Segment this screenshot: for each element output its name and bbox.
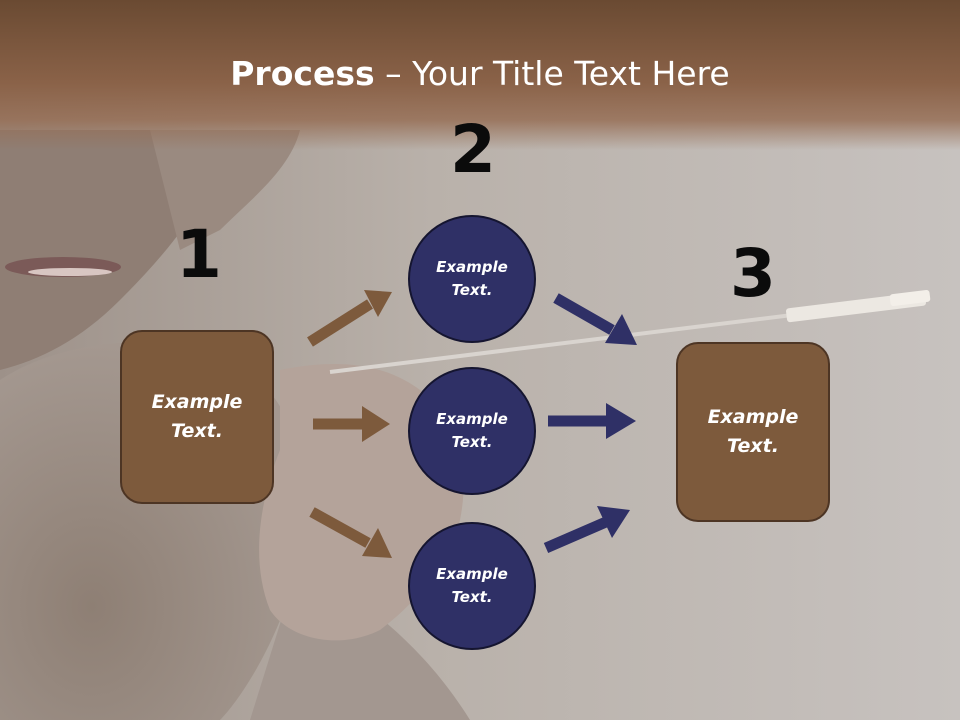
step-1-box[interactable]: Example Text. (120, 330, 274, 504)
title-rest: – Your Title Text Here (374, 54, 730, 93)
title-bold: Process (230, 54, 375, 93)
step-3-text: Example Text. (707, 406, 799, 457)
arrow-2-to-3-middle (548, 403, 636, 439)
step-3-box[interactable]: Example Text. (676, 342, 830, 522)
step-2-circle-middle-text: Example Text. (436, 410, 508, 451)
arrow-2-to-3-bottom (543, 506, 630, 554)
arrow-1-to-2-bottom (309, 507, 392, 558)
slide-title[interactable]: Process – Your Title Text Here (0, 52, 960, 96)
step-number-1: 1 (176, 216, 222, 293)
step-2-circle-middle[interactable]: Example Text. (408, 367, 536, 495)
step-2-circle-top-text: Example Text. (436, 258, 508, 299)
arrow-1-to-2-top (307, 290, 392, 347)
step-1-text: Example Text. (151, 391, 243, 442)
step-2-circle-bottom[interactable]: Example Text. (408, 522, 536, 650)
arrow-1-to-2-middle (313, 406, 390, 442)
step-2-circle-top[interactable]: Example Text. (408, 215, 536, 343)
title-band (0, 0, 960, 150)
step-number-3: 3 (730, 235, 776, 312)
step-number-2: 2 (450, 111, 496, 188)
step-2-circle-bottom-text: Example Text. (436, 565, 508, 606)
arrow-2-to-3-top (553, 293, 637, 345)
